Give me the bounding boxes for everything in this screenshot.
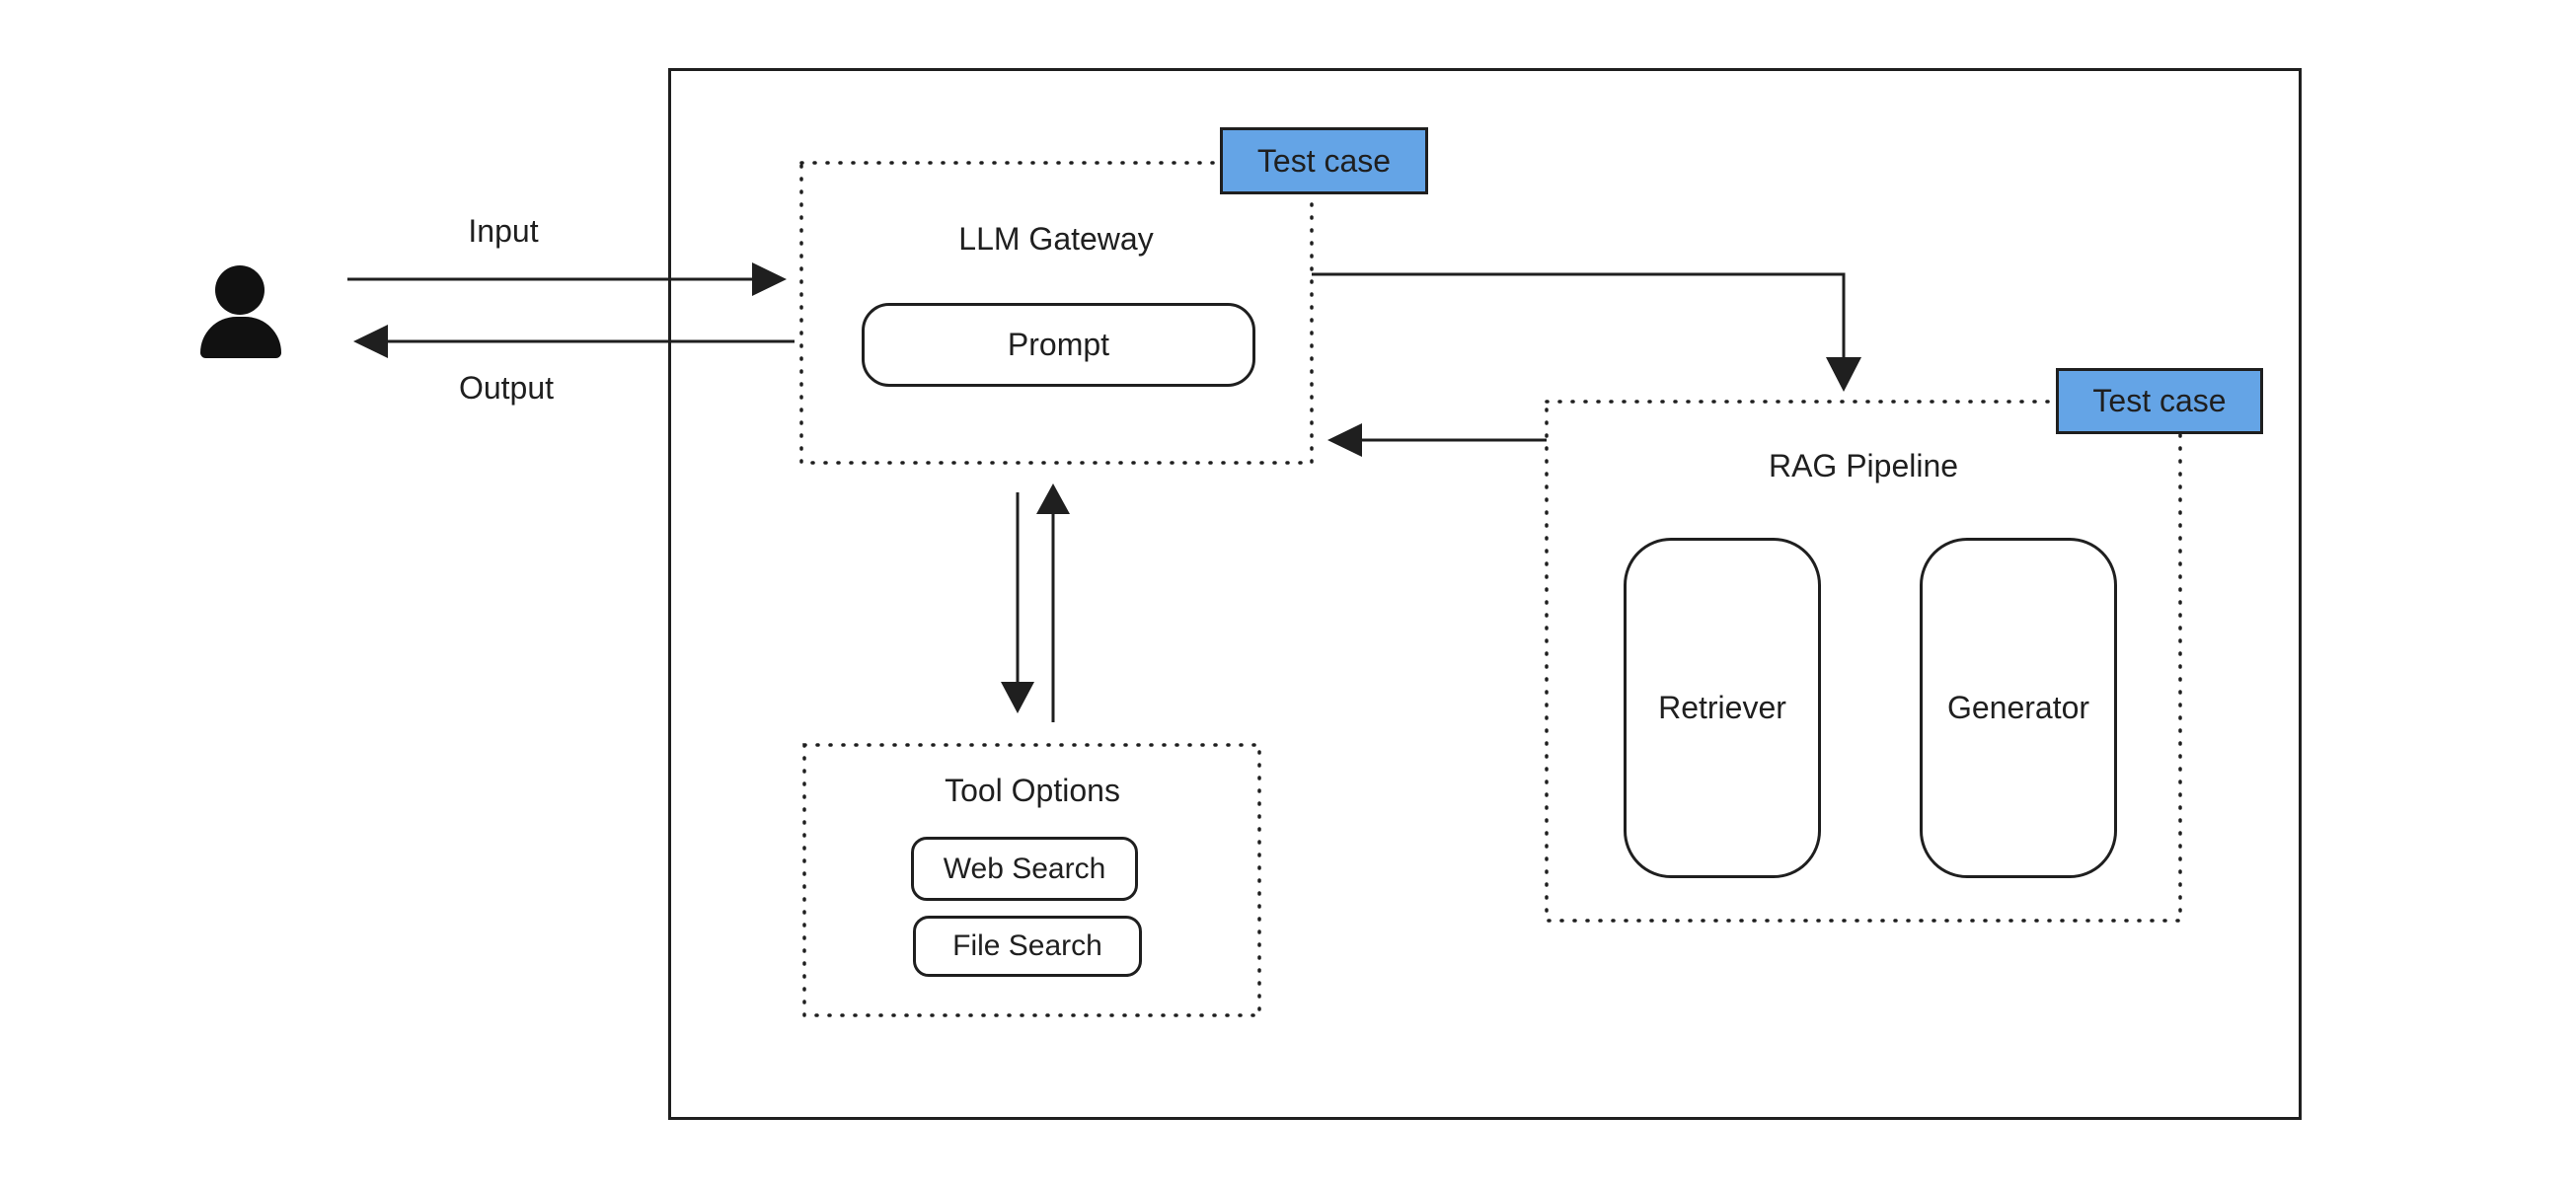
web-search-node: Web Search xyxy=(911,837,1138,901)
prompt-node: Prompt xyxy=(862,303,1255,387)
tool-options-dotted-border xyxy=(802,743,1261,1017)
llm-to-rag-arrow xyxy=(1312,272,1861,392)
rag-pipeline-title: RAG Pipeline xyxy=(1768,448,1959,483)
llm-test-case-badge: Test case xyxy=(1220,127,1428,194)
llm-to-tools-arrow xyxy=(1001,492,1034,713)
rag-to-llm-arrow xyxy=(1327,423,1547,457)
input-label: Input xyxy=(468,213,539,249)
generator-node: Generator xyxy=(1920,538,2117,878)
input-arrow xyxy=(347,262,787,296)
llm-gateway-title: LLM Gateway xyxy=(958,221,1154,257)
person-icon-head xyxy=(215,265,265,315)
file-search-node: File Search xyxy=(913,916,1142,977)
output-label: Output xyxy=(458,370,555,406)
retriever-node: Retriever xyxy=(1624,538,1821,878)
output-arrow xyxy=(353,325,795,358)
llm-gateway-dotted-border xyxy=(799,161,1314,465)
tools-to-llm-arrow xyxy=(1036,483,1070,722)
system-boundary-frame xyxy=(668,68,2302,1120)
rag-test-case-badge: Test case xyxy=(2056,368,2263,434)
tool-options-title: Tool Options xyxy=(945,773,1120,808)
